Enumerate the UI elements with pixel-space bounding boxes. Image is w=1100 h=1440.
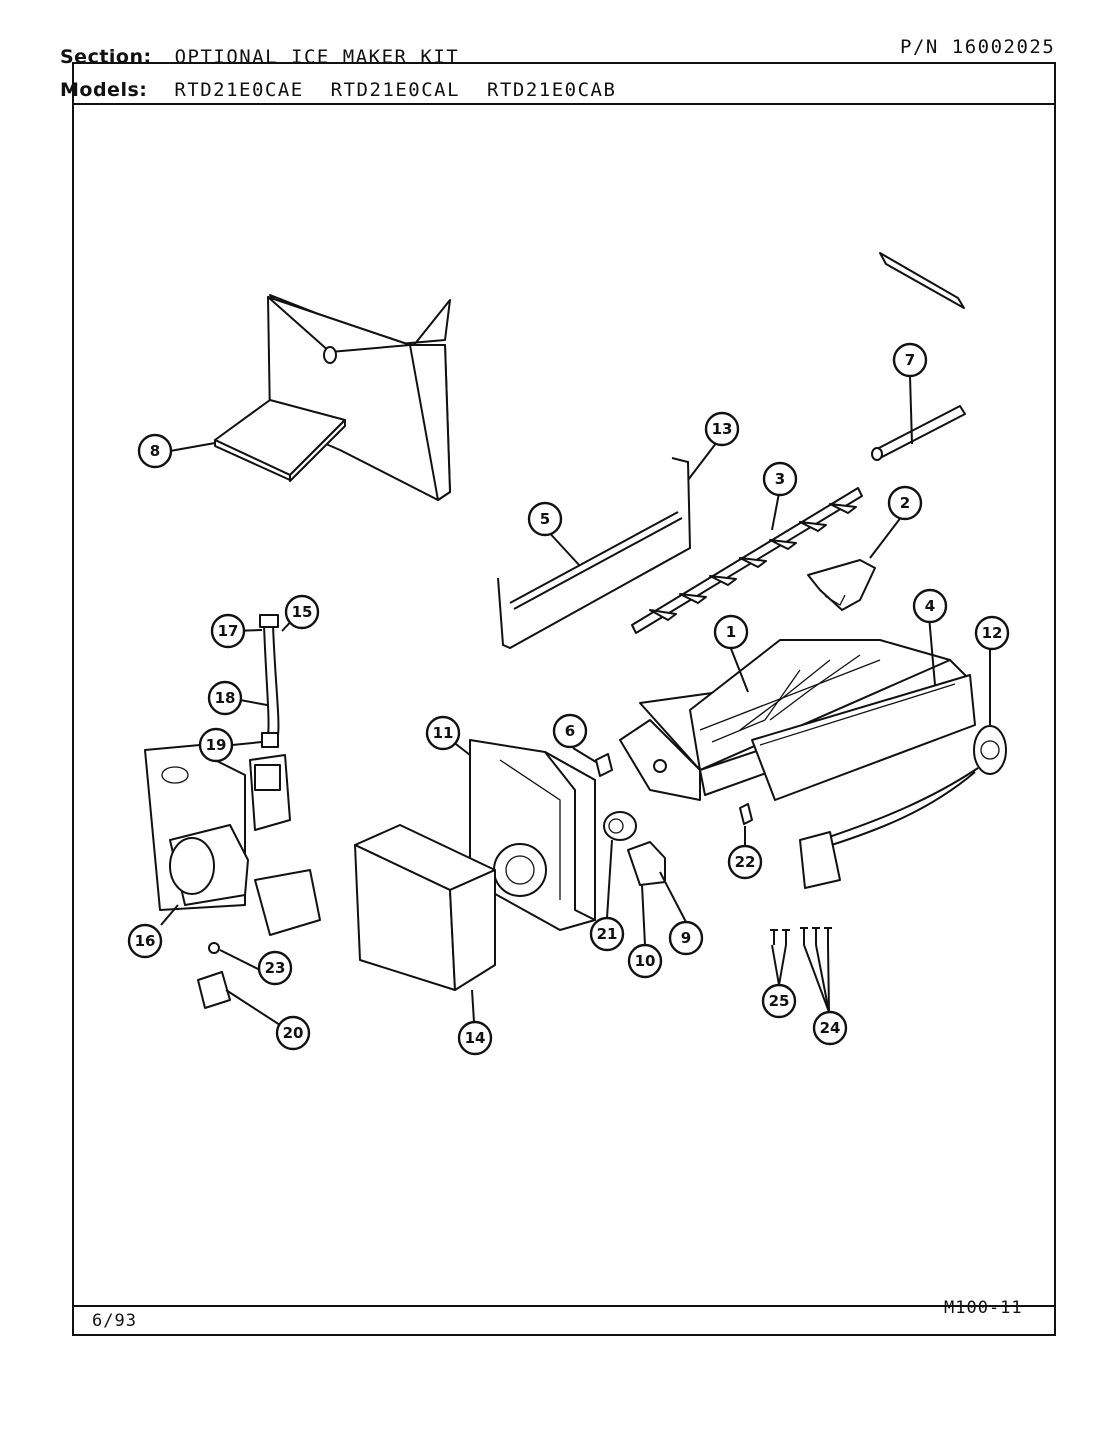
footer-divider (72, 1305, 1056, 1307)
callout-1: 1 (713, 614, 749, 650)
part-21-thermostat (603, 811, 637, 841)
callout-3: 3 (762, 461, 798, 497)
callout-10: 10 (627, 943, 663, 979)
svg-text:23: 23 (265, 959, 286, 977)
callout-14: 14 (457, 1020, 493, 1056)
models-heading: Models: RTD21E0CAE RTD21E0CAL RTD21E0CAB (60, 79, 616, 101)
part-2-clip (807, 559, 876, 611)
footer-code: M100-11 (944, 1298, 1023, 1318)
part-18-fill-tube (259, 614, 280, 748)
svg-text:8: 8 (150, 442, 160, 460)
part-11-module (469, 739, 596, 931)
svg-text:25: 25 (769, 992, 790, 1010)
part-20-nut (197, 971, 231, 1009)
callout-25: 25 (761, 983, 797, 1019)
model-1: RTD21E0CAE (174, 79, 304, 101)
svg-text:20: 20 (283, 1024, 304, 1042)
callout-23: 23 (257, 950, 293, 986)
svg-text:10: 10 (635, 952, 656, 970)
svg-text:11: 11 (433, 724, 454, 742)
callout-21: 21 (589, 916, 625, 952)
svg-text:22: 22 (735, 853, 756, 871)
part-22-clip (739, 803, 753, 825)
svg-text:12: 12 (982, 624, 1003, 642)
callout-6: 6 (552, 713, 588, 749)
svg-text:14: 14 (465, 1029, 486, 1047)
svg-text:3: 3 (775, 470, 785, 488)
part-12-harness (799, 725, 1007, 889)
callout-9: 9 (668, 920, 704, 956)
svg-text:18: 18 (215, 689, 236, 707)
callout-22: 22 (727, 844, 763, 880)
svg-text:7: 7 (905, 351, 915, 369)
svg-text:9: 9 (681, 929, 691, 947)
svg-text:21: 21 (597, 925, 618, 943)
callout-20: 20 (275, 1015, 311, 1051)
svg-text:6: 6 (565, 722, 575, 740)
callout-18: 18 (207, 680, 243, 716)
callout-17: 17 (210, 613, 246, 649)
diagram-frame (72, 62, 1056, 1336)
svg-text:24: 24 (820, 1019, 841, 1037)
callout-13: 13 (704, 411, 740, 447)
callout-24: 24 (812, 1010, 848, 1046)
footer-date: 6/93 (92, 1311, 137, 1331)
part-5-rod (509, 511, 683, 610)
svg-text:5: 5 (540, 510, 550, 528)
callout-5: 5 (527, 501, 563, 537)
models-label: Models: (60, 79, 148, 101)
callout-2: 2 (887, 485, 923, 521)
svg-text:15: 15 (292, 603, 313, 621)
part-8-bin (214, 294, 451, 501)
svg-text:19: 19 (206, 736, 227, 754)
part-3-ejector (631, 487, 863, 634)
part-4-cover (751, 674, 976, 801)
part-7-tube (871, 252, 966, 461)
callout-7: 7 (892, 342, 928, 378)
part-13-bail-wire (497, 457, 692, 650)
model-2: RTD21E0CAL (330, 79, 461, 101)
callout-15: 15 (284, 594, 320, 630)
part-23-washer (208, 942, 220, 954)
svg-text:1: 1 (726, 623, 736, 641)
parts-24-25-screws (770, 927, 832, 945)
svg-text:16: 16 (135, 932, 156, 950)
svg-text:2: 2 (900, 494, 910, 512)
svg-text:13: 13 (712, 420, 733, 438)
callout-4: 4 (912, 588, 948, 624)
callout-12: 12 (974, 615, 1010, 651)
callout-8: 8 (137, 433, 173, 469)
part-6-screw (595, 753, 613, 777)
svg-text:4: 4 (925, 597, 935, 615)
part-number: P/N 16002025 (900, 36, 1056, 58)
models-divider (72, 103, 1056, 105)
callout-11: 11 (425, 715, 461, 751)
callout-16: 16 (127, 923, 163, 959)
model-3: RTD21E0CAB (487, 79, 617, 101)
part-16-water-valve (144, 744, 321, 936)
part-9-shield (627, 841, 666, 886)
callout-19: 19 (198, 727, 234, 763)
svg-text:17: 17 (218, 622, 239, 640)
part-14-cover-box (354, 824, 496, 991)
